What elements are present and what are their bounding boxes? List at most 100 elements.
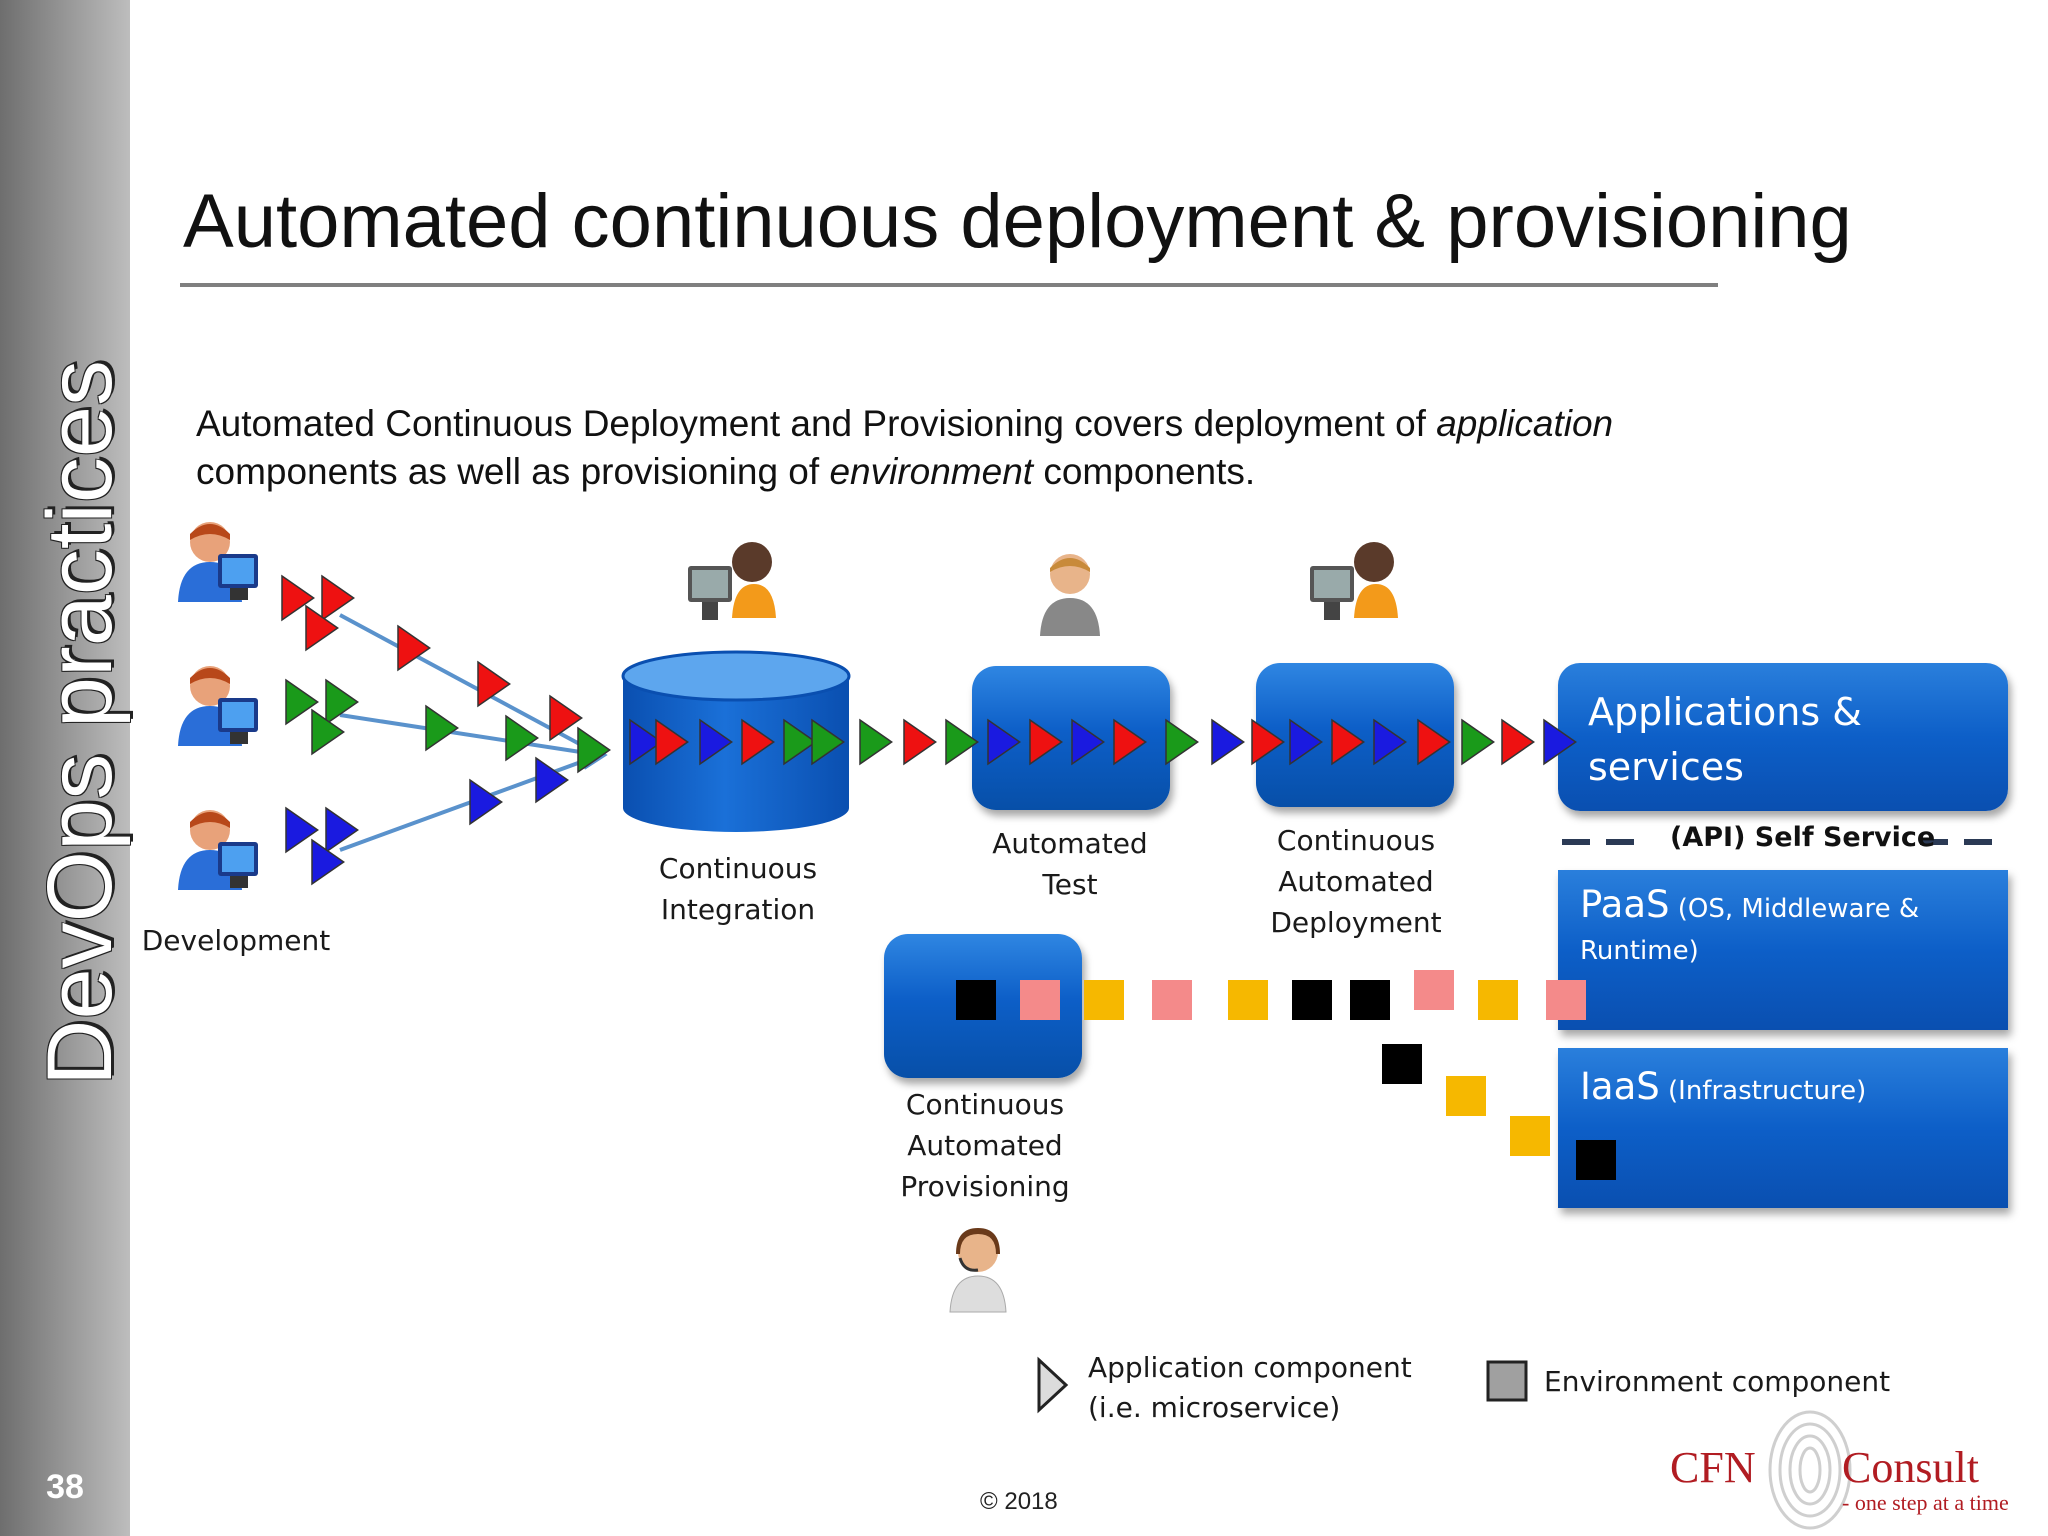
application-component-marker bbox=[783, 718, 817, 766]
application-component-marker bbox=[285, 678, 319, 726]
application-component-marker bbox=[1211, 718, 1245, 766]
paas-desc-line1: (OS, Middleware & bbox=[1677, 894, 1920, 924]
application-component-marker bbox=[425, 704, 459, 752]
prov-label-line1: Continuous bbox=[905, 1088, 1065, 1121]
legend-app-line1: Application component bbox=[1088, 1351, 1412, 1384]
application-component-marker bbox=[305, 604, 339, 652]
legend-application-triangle bbox=[1037, 1356, 1069, 1414]
developer-at-computer-icon bbox=[178, 522, 258, 602]
self-service-label: (API) Self Service bbox=[1670, 822, 1936, 853]
developer-at-computer-icon bbox=[178, 666, 258, 746]
legend-environment-square bbox=[1486, 1360, 1528, 1402]
slide-number: 38 bbox=[46, 1468, 84, 1506]
paas-panel: PaaS (OS, Middleware & Runtime) bbox=[1558, 870, 2008, 1030]
environment-component-marker bbox=[1084, 980, 1124, 1020]
application-component-marker bbox=[549, 694, 583, 742]
logo-cfn: CFN bbox=[1670, 1443, 1756, 1492]
dev-flow-lines bbox=[339, 613, 608, 852]
environment-component-marker bbox=[1292, 980, 1332, 1020]
intro-emphasis-application: application bbox=[1436, 403, 1614, 444]
intro-text: Automated Continuous Deployment and Prov… bbox=[196, 400, 1776, 496]
application-component-marker bbox=[903, 718, 937, 766]
application-component-marker bbox=[285, 806, 319, 854]
environment-component-marker bbox=[1478, 980, 1518, 1020]
deploy-label-line1: Continuous bbox=[1276, 824, 1436, 857]
applications-label-line2: services bbox=[1588, 745, 1744, 789]
application-component-marker bbox=[577, 726, 611, 774]
sidebar bbox=[0, 0, 130, 1536]
application-component-marker bbox=[629, 718, 663, 766]
application-component-marker bbox=[311, 838, 345, 886]
logo-consult: Consult bbox=[1842, 1443, 1979, 1492]
application-component-marker bbox=[811, 718, 845, 766]
application-component-marker bbox=[741, 718, 775, 766]
title-divider bbox=[180, 283, 1718, 287]
application-component-marker bbox=[505, 714, 539, 762]
continuous-provisioning-label: Continuous Automated Provisioning bbox=[870, 1084, 1100, 1207]
logo-tagline: - one step at a time bbox=[1842, 1490, 2009, 1515]
environment-component-marker bbox=[1446, 1076, 1486, 1116]
intro-part-3: components. bbox=[1033, 451, 1256, 492]
intro-part-1: Automated Continuous Deployment and Prov… bbox=[196, 403, 1437, 444]
intro-part-2: components as well as provisioning of bbox=[196, 451, 830, 492]
developer-at-computer-icon bbox=[178, 810, 258, 890]
continuous-deployment-box bbox=[1256, 663, 1454, 807]
applications-label-line1: Applications & bbox=[1588, 690, 1862, 734]
application-component-marker bbox=[1501, 718, 1535, 766]
application-component-marker bbox=[655, 718, 689, 766]
iaas-desc: (Infrastructure) bbox=[1668, 1076, 1867, 1106]
application-component-marker bbox=[311, 708, 345, 756]
application-component-marker bbox=[281, 574, 315, 622]
paas-desc-line2: Runtime) bbox=[1580, 936, 1699, 966]
paas-title: PaaS bbox=[1580, 883, 1670, 926]
automated-test-box bbox=[972, 666, 1170, 810]
deploy-label-line3: Deployment bbox=[1270, 906, 1442, 939]
support-operator-headset-icon bbox=[949, 1228, 1007, 1313]
automated-test-label: Automated Test bbox=[960, 823, 1180, 905]
continuous-integration-cylinder bbox=[621, 650, 851, 832]
prov-label-line3: Provisioning bbox=[900, 1170, 1070, 1203]
environment-component-marker bbox=[1414, 970, 1454, 1010]
section-title: DevOps practices bbox=[29, 359, 131, 1086]
application-component-marker bbox=[321, 574, 355, 622]
test-label-line2: Test bbox=[1042, 868, 1098, 901]
tester-person-icon bbox=[1040, 554, 1100, 636]
applications-services-panel: Applications & services bbox=[1558, 663, 2008, 811]
application-component-marker bbox=[469, 778, 503, 826]
environment-component-marker bbox=[1152, 980, 1192, 1020]
self-service-divider bbox=[1562, 839, 2006, 845]
continuous-provisioning-box bbox=[884, 934, 1082, 1078]
legend-application-label: Application component (i.e. microservice… bbox=[1088, 1348, 1412, 1428]
operator-at-computer-icon bbox=[688, 542, 776, 620]
intro-emphasis-environment: environment bbox=[829, 451, 1034, 492]
operator-at-computer-icon bbox=[1310, 542, 1398, 620]
application-component-marker bbox=[859, 718, 893, 766]
continuous-deployment-label: Continuous Automated Deployment bbox=[1236, 820, 1476, 943]
copyright: © 2018 bbox=[980, 1488, 1058, 1515]
application-component-marker bbox=[325, 678, 359, 726]
iaas-panel: IaaS (Infrastructure) bbox=[1558, 1048, 2008, 1208]
logo-fingerprint-icon bbox=[1768, 1410, 1852, 1530]
environment-component-marker bbox=[1228, 980, 1268, 1020]
environment-component-marker bbox=[1510, 1116, 1550, 1156]
prov-label-line2: Automated bbox=[907, 1129, 1063, 1162]
ci-label-line1: Continuous bbox=[658, 852, 818, 885]
slide-title: Automated continuous deployment & provis… bbox=[183, 179, 1852, 264]
development-label: Development bbox=[141, 924, 331, 957]
ci-label-line2: Integration bbox=[660, 893, 816, 926]
continuous-integration-label: Continuous Integration bbox=[628, 848, 848, 930]
application-component-marker bbox=[535, 756, 569, 804]
legend-app-line2: (i.e. microservice) bbox=[1088, 1391, 1341, 1424]
environment-component-marker bbox=[1350, 980, 1390, 1020]
environment-component-marker bbox=[1382, 1044, 1422, 1084]
application-component-marker bbox=[1165, 718, 1199, 766]
application-component-marker bbox=[1461, 718, 1495, 766]
application-component-marker bbox=[699, 718, 733, 766]
application-component-marker bbox=[477, 660, 511, 708]
legend-environment-label: Environment component bbox=[1544, 1365, 1891, 1398]
application-component-marker bbox=[397, 624, 431, 672]
deploy-label-line2: Automated bbox=[1278, 865, 1434, 898]
test-label-line1: Automated bbox=[992, 827, 1148, 860]
application-component-marker bbox=[325, 806, 359, 854]
iaas-title: IaaS bbox=[1580, 1065, 1660, 1108]
